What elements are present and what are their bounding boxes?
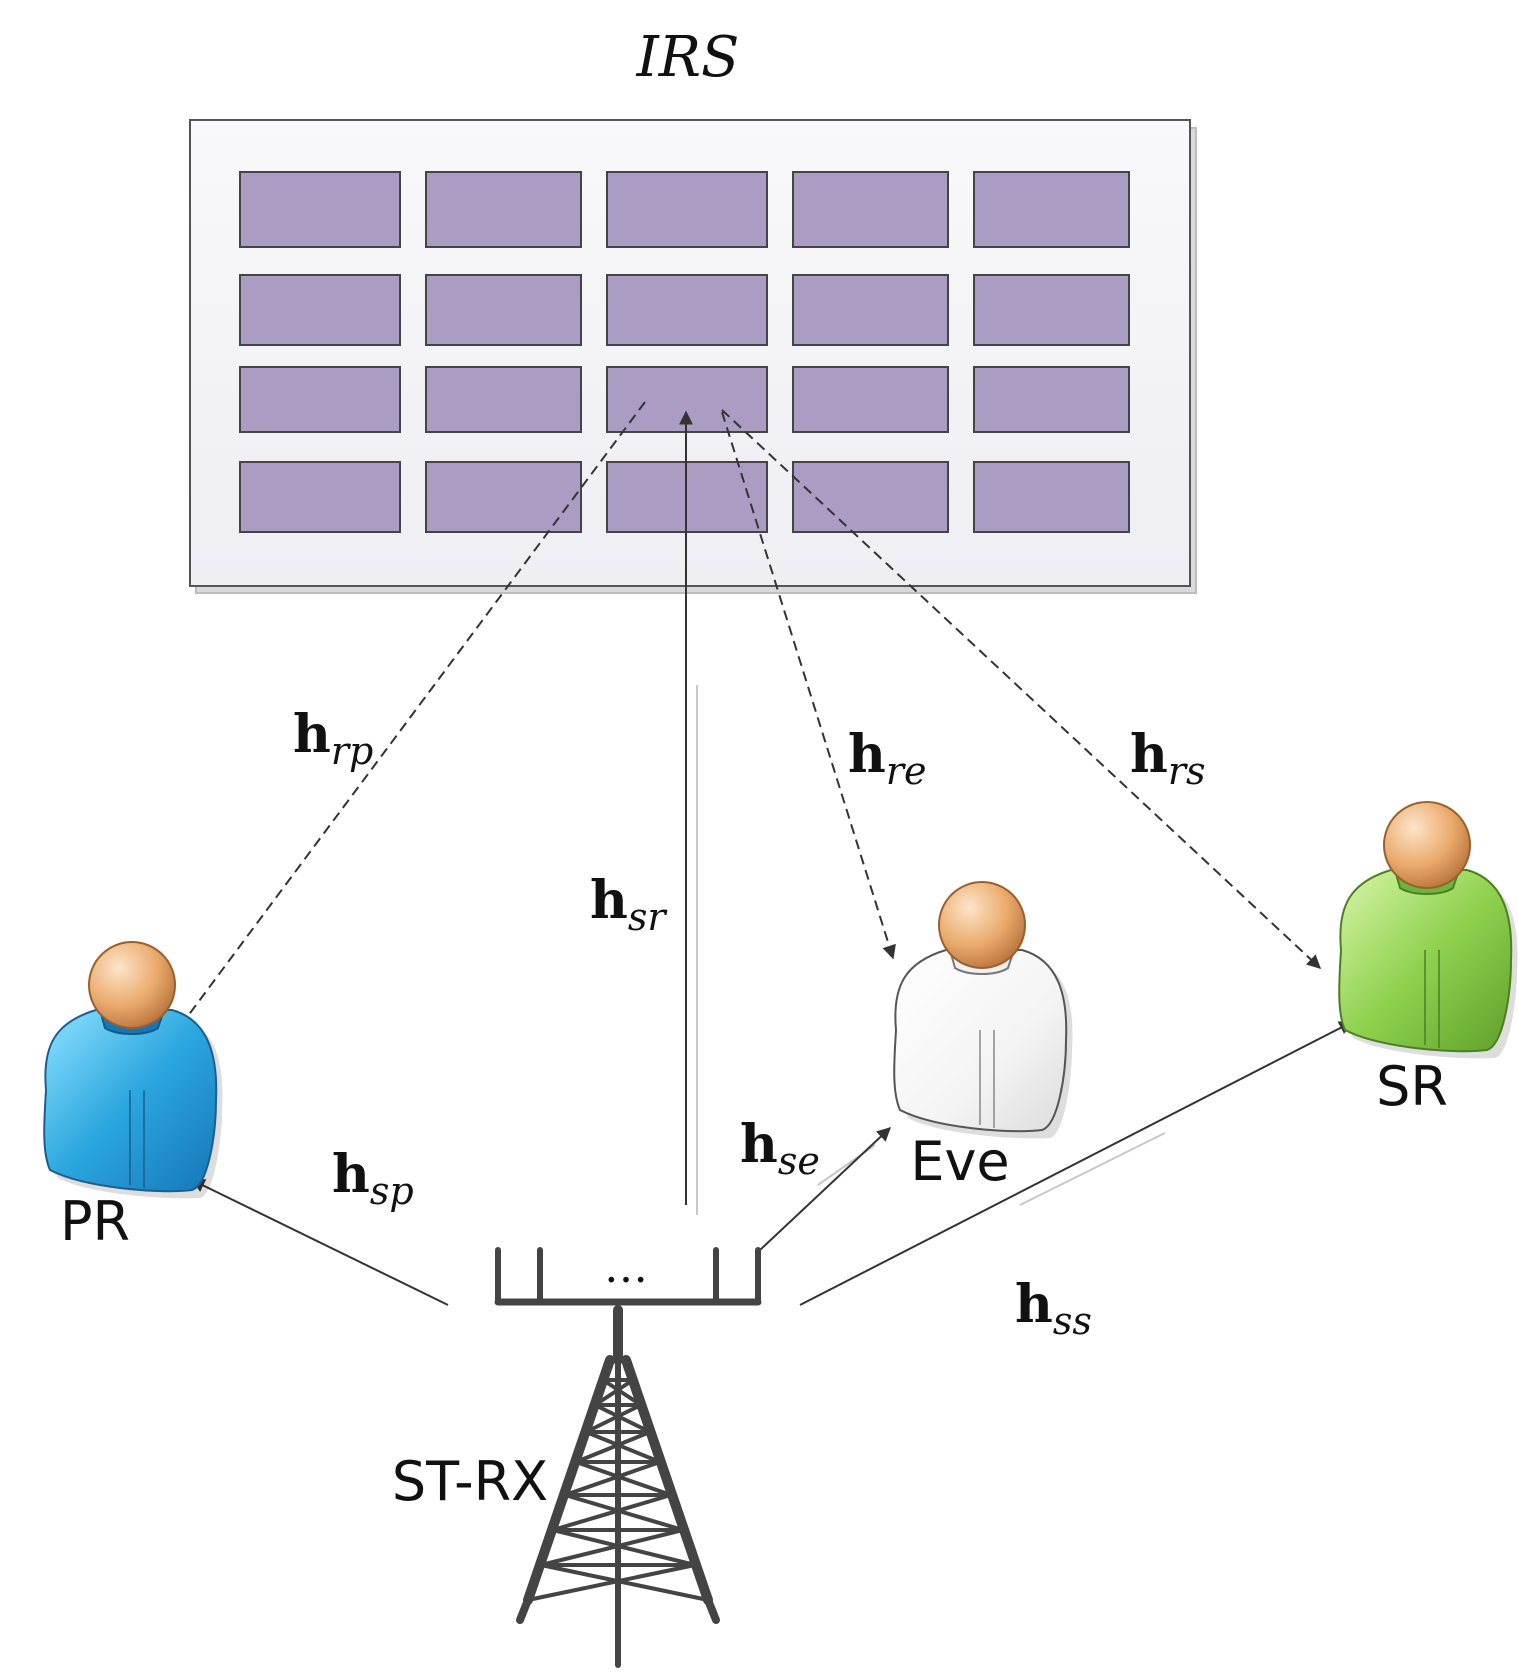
irs-panel	[189, 119, 1197, 594]
irs-element	[606, 274, 768, 346]
link-ss	[799, 1021, 1354, 1306]
link-se	[759, 1127, 892, 1251]
irs-element	[973, 171, 1130, 248]
user-pr-label: PR	[60, 1190, 130, 1253]
irs-element	[425, 366, 582, 433]
irs-element	[973, 366, 1130, 433]
irs-element	[973, 461, 1130, 533]
irs-element	[239, 171, 401, 248]
irs-element	[792, 274, 949, 346]
label-h-sr: hsr	[590, 870, 668, 939]
link-sp	[190, 1179, 449, 1306]
link-rp	[169, 401, 646, 1042]
link-rs	[721, 409, 1322, 969]
irs-element	[239, 366, 401, 433]
label-h-sp: hsp	[332, 1144, 414, 1213]
irs-element	[973, 274, 1130, 346]
user-sr-label: SR	[1376, 1055, 1448, 1118]
label-h-ss: hss	[1015, 1274, 1092, 1343]
base-station-label: ST-RX	[392, 1450, 548, 1513]
label-h-se: hse	[740, 1114, 820, 1183]
label-h-re: hre	[848, 724, 926, 793]
irs-element	[792, 366, 949, 433]
irs-element	[239, 274, 401, 346]
label-h-rs: hrs	[1130, 724, 1205, 793]
user-eve-label: Eve	[910, 1130, 1009, 1193]
irs-element	[792, 461, 949, 533]
irs-element	[792, 171, 949, 248]
antenna-dots: …	[604, 1242, 648, 1293]
user-sr-icon	[1338, 801, 1518, 1059]
irs-element	[606, 171, 768, 248]
irs-element	[425, 274, 582, 346]
channel-links	[169, 401, 1354, 1306]
irs-element	[425, 461, 582, 533]
irs-element	[425, 171, 582, 248]
user-pr-icon	[43, 941, 223, 1199]
label-h-rp: hrp	[293, 704, 373, 773]
base-station-tower-icon	[494, 1247, 762, 1668]
channel-labels: hrp hre hrs hsr hsp hse hss	[293, 704, 1205, 1343]
irs-title: IRS	[636, 25, 740, 90]
irs-element	[239, 461, 401, 533]
user-eve-icon	[893, 881, 1073, 1139]
